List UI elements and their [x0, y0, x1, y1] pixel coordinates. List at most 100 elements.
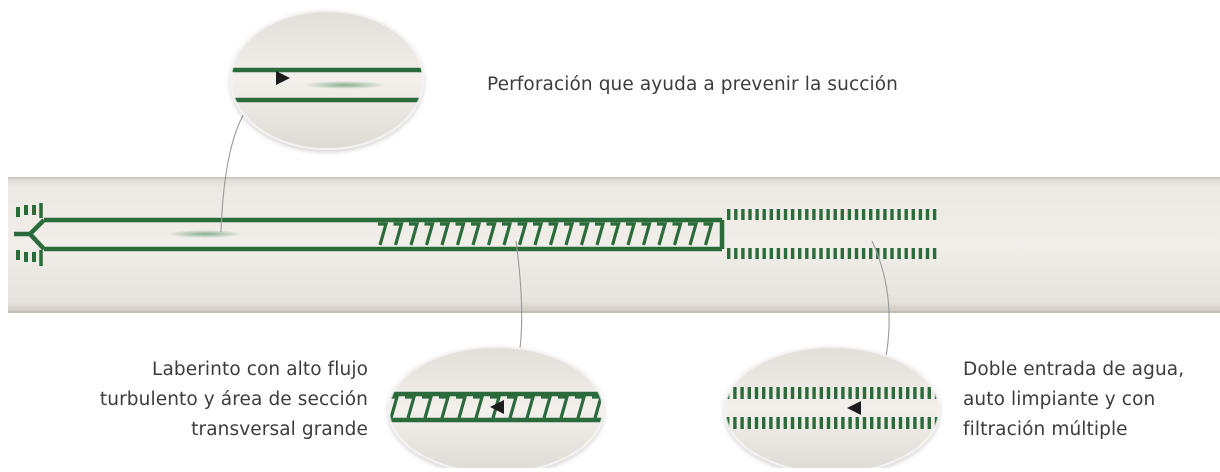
callout-perforation-line-1: Perforación que ayuda a prevenir la succ…: [487, 74, 898, 95]
zoom-inlet-bottom-19: [855, 417, 859, 429]
zoom-inlet-top-3: [740, 387, 744, 399]
inlet-slot-top-1: [727, 209, 731, 220]
inlet-slot-bottom-2: [734, 248, 738, 259]
zoom-inlet-top-2: [733, 387, 737, 399]
lens-rim: [230, 10, 424, 150]
inlet-slot-top-18: [847, 209, 852, 220]
inlet-slot-top-5: [755, 209, 759, 220]
zoom-tooth-6: [473, 395, 485, 419]
lens-rim: [724, 346, 940, 472]
inlet-slot-top-19: [854, 209, 859, 220]
callout-labyrinth-line-3: transversal grande: [191, 419, 368, 440]
inlet-slot-bottom-10: [790, 248, 795, 259]
labyrinth-tooth-18: [641, 222, 652, 246]
inlet-slot-bottom-12: [805, 248, 809, 259]
zoom-inlet-bottom-12: [805, 417, 809, 429]
zoom-inlet-bottom-18: [848, 417, 852, 429]
zoom-inlet-top-7: [769, 387, 773, 399]
emitter-channel: [14, 203, 937, 266]
zoom-inlet-bottom-15: [826, 417, 831, 429]
zoom-inlet-top-29: [927, 387, 931, 399]
inlet-slot-bottom-3: [741, 248, 745, 259]
zoom-inlet-top-21: [870, 387, 874, 399]
inlet-slot-top-12: [805, 209, 809, 220]
perforation-mark: [167, 230, 243, 238]
labyrinth-tooth-6: [455, 222, 466, 246]
inlet-slot-top-25: [897, 209, 901, 220]
inlet-slot-bottom-7: [769, 248, 773, 259]
inlet-slot-bottom-21: [869, 248, 873, 259]
zoom-inlet-top-26: [906, 387, 910, 399]
zoom-inlet-bottom-28: [920, 417, 924, 429]
inlet-slot-bottom-27: [911, 248, 915, 259]
outlet-slit-6: [32, 252, 36, 262]
zoom-inlet-bottom-29: [927, 417, 931, 429]
inlet-slot-top-8: [776, 209, 781, 220]
arrow-icon: [276, 71, 290, 85]
magnifier-perforation: [230, 10, 424, 150]
inlet-slot-bottom-4: [748, 248, 752, 259]
labyrinth-tooth-22: [703, 222, 714, 246]
labyrinth-tooth-16: [610, 222, 621, 246]
inlet-slot-top-9: [783, 209, 788, 220]
zoom-inlet-bottom-4: [747, 417, 751, 429]
inlet-slot-bottom-20: [861, 248, 866, 259]
inlet-slot-bottom-25: [897, 248, 901, 259]
zoom-inlet-bottom-16: [834, 417, 838, 429]
zoom-inlet-top-5: [754, 387, 759, 399]
zoom-inlet-bottom-8: [776, 417, 780, 429]
outlet-slit-5: [24, 252, 28, 262]
inlet-slot-top-4: [748, 209, 752, 220]
labyrinth-tooth-9: [502, 222, 513, 246]
zoom-inlet-bottom-6: [762, 417, 766, 429]
outlet-slit-1: [16, 207, 20, 217]
zoom-inlet-top-6: [762, 387, 766, 399]
zoom-tooth-11: [558, 395, 570, 419]
inlet-slot-bottom-26: [904, 248, 908, 259]
zoom-inlet-bottom-2: [733, 417, 737, 429]
zoom-tooth-5: [456, 395, 468, 419]
callout-labyrinth-line-2: turbulento y área de sección: [99, 389, 368, 410]
callout-inlet-line-1: Doble entrada de agua,: [963, 359, 1185, 380]
inlet-slot-top-16: [833, 209, 837, 220]
zoom-tooth-2: [405, 395, 417, 419]
inlet-slot-bottom-1: [727, 248, 731, 259]
callout-inlet-line-2: auto limpiante y con: [963, 389, 1156, 410]
inlet-slot-top-15: [826, 209, 830, 220]
labyrinth-tooth-7: [471, 222, 482, 246]
inlet-slot-bottom-9: [783, 248, 788, 259]
zoom-inlet-bottom-26: [906, 417, 910, 429]
zoom-inlet-top-10: [790, 387, 795, 399]
inlet-slot-top-26: [904, 209, 908, 220]
zoom-inlet-bottom-22: [877, 417, 881, 429]
inlet-slot-bottom-17: [840, 248, 844, 259]
zoom-tooth-9: [524, 395, 536, 419]
zoom-inlet-top-25: [898, 387, 903, 399]
inlet-slot-bottom-8: [776, 248, 781, 259]
zoom-inlet-top-12: [805, 387, 809, 399]
inlet-slot-bottom-13: [812, 248, 816, 259]
inlet-slot-top-6: [762, 209, 766, 220]
outlet-slit-2: [24, 205, 28, 215]
inlet-slot-top-7: [769, 209, 773, 220]
labyrinth-tooth-13: [564, 222, 575, 246]
arrow-icon: [847, 401, 861, 415]
zoom-inlet-bottom-25: [898, 417, 903, 429]
zoom-inlet-top-24: [891, 387, 895, 399]
zoom-inlet-bottom-13: [812, 417, 816, 429]
zoom-inlet-bottom-17: [841, 417, 845, 429]
labyrinth-tooth-3: [409, 222, 420, 246]
zoom-inlet-top-22: [877, 387, 881, 399]
zoom-inlet-top-17: [841, 387, 845, 399]
outlet-slit-3: [32, 205, 36, 215]
zoom-inlet-bottom-14: [819, 417, 823, 429]
zoom-inlet-top-8: [776, 387, 780, 399]
labyrinth-tooth-4: [424, 222, 435, 246]
zoom-inlet-bottom-20: [862, 417, 867, 429]
inlet-slot-top-21: [869, 209, 873, 220]
labyrinth-tooth-20: [672, 222, 683, 246]
labyrinth-tooth-1: [378, 222, 389, 246]
zoom-inlet-bottom-23: [884, 417, 888, 429]
